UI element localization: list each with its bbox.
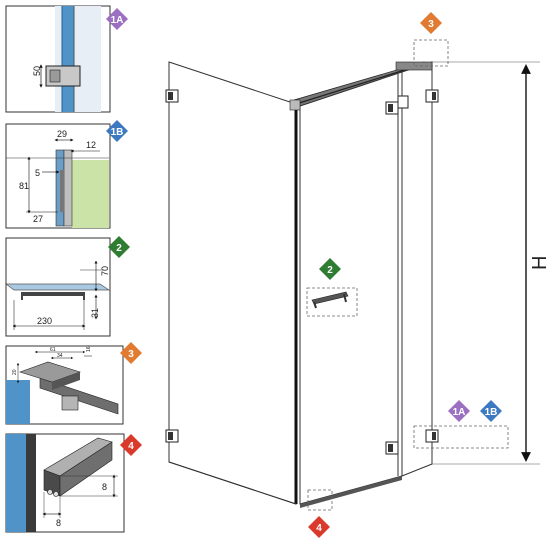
badge-1b-panel: 1B — [106, 120, 128, 142]
dim-4-height: 8 — [102, 482, 107, 492]
detail-panel-4: 8 8 — [5, 433, 125, 533]
dim-1b-27: 27 — [33, 214, 43, 224]
svg-text:3: 3 — [428, 19, 434, 30]
highlight-hinge — [413, 425, 509, 449]
badge-4-main: 4 — [308, 516, 330, 538]
svg-text:2: 2 — [116, 243, 122, 254]
dim-2-230: 230 — [37, 316, 52, 326]
svg-text:1B: 1B — [111, 127, 124, 138]
badge-1a-panel: 1A — [106, 8, 128, 30]
badge-1a-main: 1A — [448, 400, 470, 422]
detail-panel-1a: 50 — [5, 5, 111, 113]
dim-1b-12: 12 — [86, 140, 96, 150]
dim-3-20: 20 — [12, 369, 18, 375]
highlight-top-connector — [413, 39, 449, 67]
svg-text:3: 3 — [128, 349, 134, 360]
hinges — [165, 89, 439, 455]
highlight-bottom-seal — [307, 489, 333, 511]
svg-text:1A: 1A — [111, 15, 124, 26]
height-label: H — [529, 256, 550, 270]
badge-2-panel: 2 — [108, 236, 130, 258]
svg-text:2: 2 — [327, 265, 333, 276]
dim-2-70: 70 — [100, 266, 110, 276]
detail-panel-1b: 29 12 5 81 27 — [5, 123, 111, 229]
dim-3-34: 34 — [57, 353, 63, 359]
dim-1a-height: 50 — [32, 66, 42, 76]
dim-1b-81: 81 — [19, 181, 29, 191]
door-handle — [306, 287, 358, 317]
height-dimension: H — [432, 61, 550, 465]
badge-1b-main: 1B — [480, 400, 502, 422]
detail-panel-3: 61 34 16 20 — [5, 345, 124, 425]
badge-2-main: 2 — [319, 258, 341, 280]
badge-3-panel: 3 — [120, 342, 142, 364]
dim-1b-5: 5 — [35, 168, 40, 178]
svg-text:4: 4 — [128, 441, 134, 452]
dim-3-61: 61 — [50, 347, 56, 353]
detail-panel-2: 230 70 31 — [4, 237, 111, 337]
dim-4-width: 8 — [56, 518, 61, 528]
badge-4-panel: 4 — [120, 434, 142, 456]
svg-text:1A: 1A — [453, 407, 466, 418]
enclosure-frame — [168, 61, 433, 508]
dim-2-31: 31 — [90, 308, 100, 318]
dim-3-16: 16 — [86, 346, 92, 352]
svg-text:4: 4 — [316, 523, 322, 534]
badge-3-main: 3 — [420, 12, 442, 34]
dim-1b-29: 29 — [57, 129, 67, 139]
svg-text:1B: 1B — [485, 407, 498, 418]
